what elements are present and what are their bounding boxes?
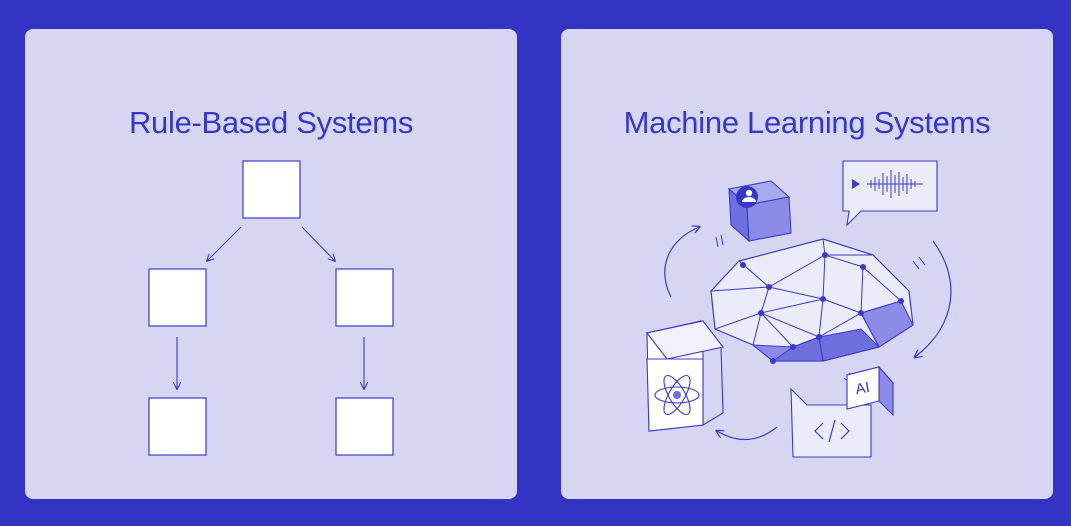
machine-learning-illustration: AI — [646, 160, 952, 458]
tree-arrow-root-right — [301, 226, 335, 261]
audio-waveform-icon — [842, 160, 938, 227]
ai-cube-icon: AI — [845, 365, 895, 417]
brain-network-icon — [710, 234, 926, 385]
tree-node-left-leaf — [148, 397, 207, 456]
atom-icon — [646, 319, 724, 432]
rule-based-title: Rule-Based Systems — [128, 105, 414, 140]
tree-node-left — [148, 268, 207, 327]
tree-node-root — [242, 160, 301, 219]
ai-badge-text: AI — [854, 379, 871, 398]
tree-node-right-leaf — [335, 397, 394, 456]
machine-learning-title: Machine Learning Systems — [623, 105, 991, 140]
user-icon — [727, 180, 792, 243]
tree-node-right — [335, 268, 394, 327]
rule-based-panel: Rule-Based Systems — [25, 29, 517, 499]
cycle-arrow-top-left — [664, 227, 699, 298]
decision-tree-diagram — [148, 160, 394, 456]
machine-learning-panel: Machine Learning Systems — [561, 29, 1053, 499]
cycle-arrow-right — [915, 240, 952, 357]
tree-arrow-root-left — [207, 226, 242, 261]
cycle-arrow-bottom — [717, 426, 778, 441]
